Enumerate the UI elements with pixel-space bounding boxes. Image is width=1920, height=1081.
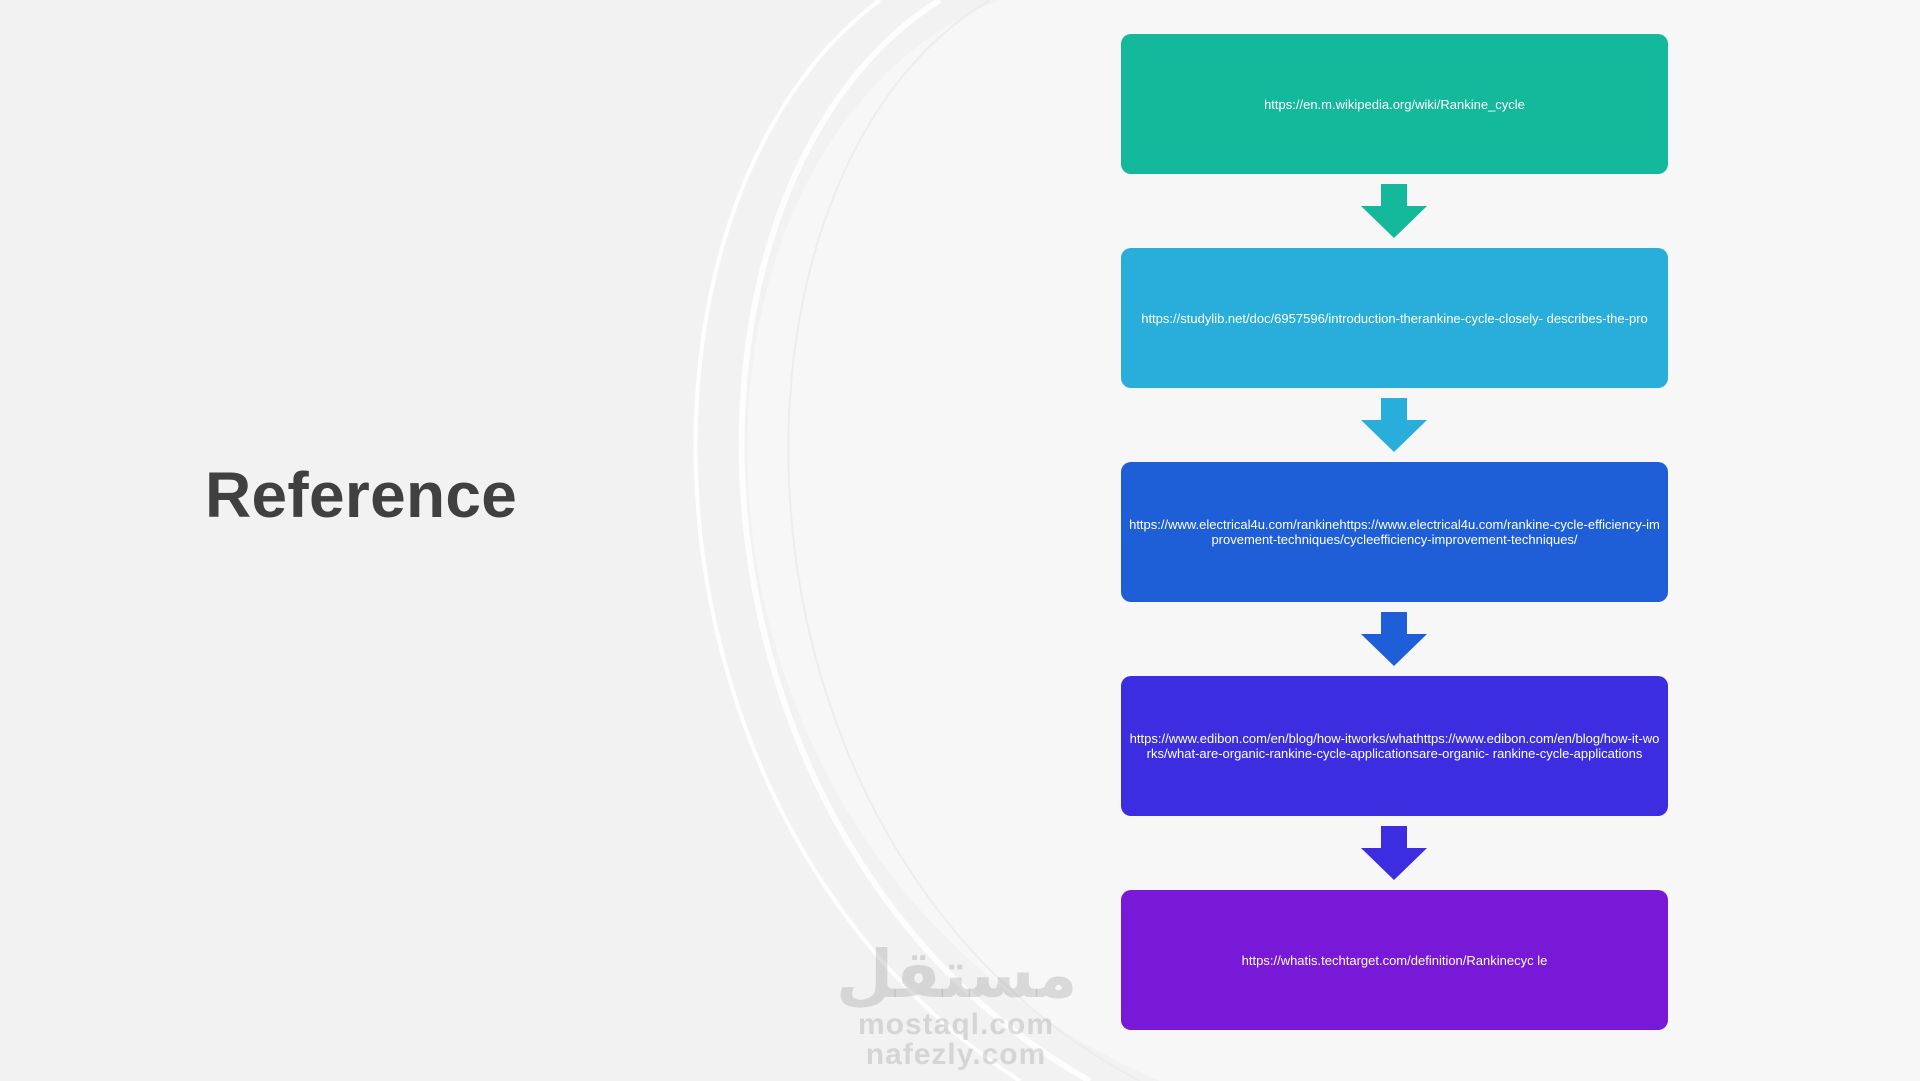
arrow-down-icon: [1361, 826, 1427, 880]
reference-box-1: https://en.m.wikipedia.org/wiki/Rankine_…: [1121, 34, 1668, 174]
watermark-line-2: nafezly.com: [865, 1038, 1047, 1071]
reference-link-5[interactable]: https://whatis.techtarget.com/definition…: [1241, 952, 1548, 968]
arrow-down-icon: [1361, 184, 1427, 238]
arrow-down-icon: [1361, 612, 1427, 666]
watermark: مستقل mostaql.com nafezly.com: [836, 936, 1078, 1071]
slide-title: Reference: [205, 459, 518, 531]
watermark-logo: مستقل: [836, 936, 1078, 1013]
arrow-down-icon: [1361, 398, 1427, 452]
reference-link-4[interactable]: https://www.edibon.com/en/blog/how-itwor…: [1129, 731, 1660, 761]
reference-link-1[interactable]: https://en.m.wikipedia.org/wiki/Rankine_…: [1264, 96, 1525, 112]
reference-box-2: https://studylib.net/doc/6957596/introdu…: [1121, 248, 1668, 388]
watermark-line-1: mostaql.com: [857, 1008, 1055, 1041]
reference-box-5: https://whatis.techtarget.com/definition…: [1121, 890, 1668, 1030]
reference-link-2[interactable]: https://studylib.net/doc/6957596/introdu…: [1141, 310, 1648, 326]
reference-box-4: https://www.edibon.com/en/blog/how-itwor…: [1121, 676, 1668, 816]
reference-link-3[interactable]: https://www.electrical4u.com/rankinehttp…: [1129, 517, 1660, 547]
reference-box-3: https://www.electrical4u.com/rankinehttp…: [1121, 462, 1668, 602]
